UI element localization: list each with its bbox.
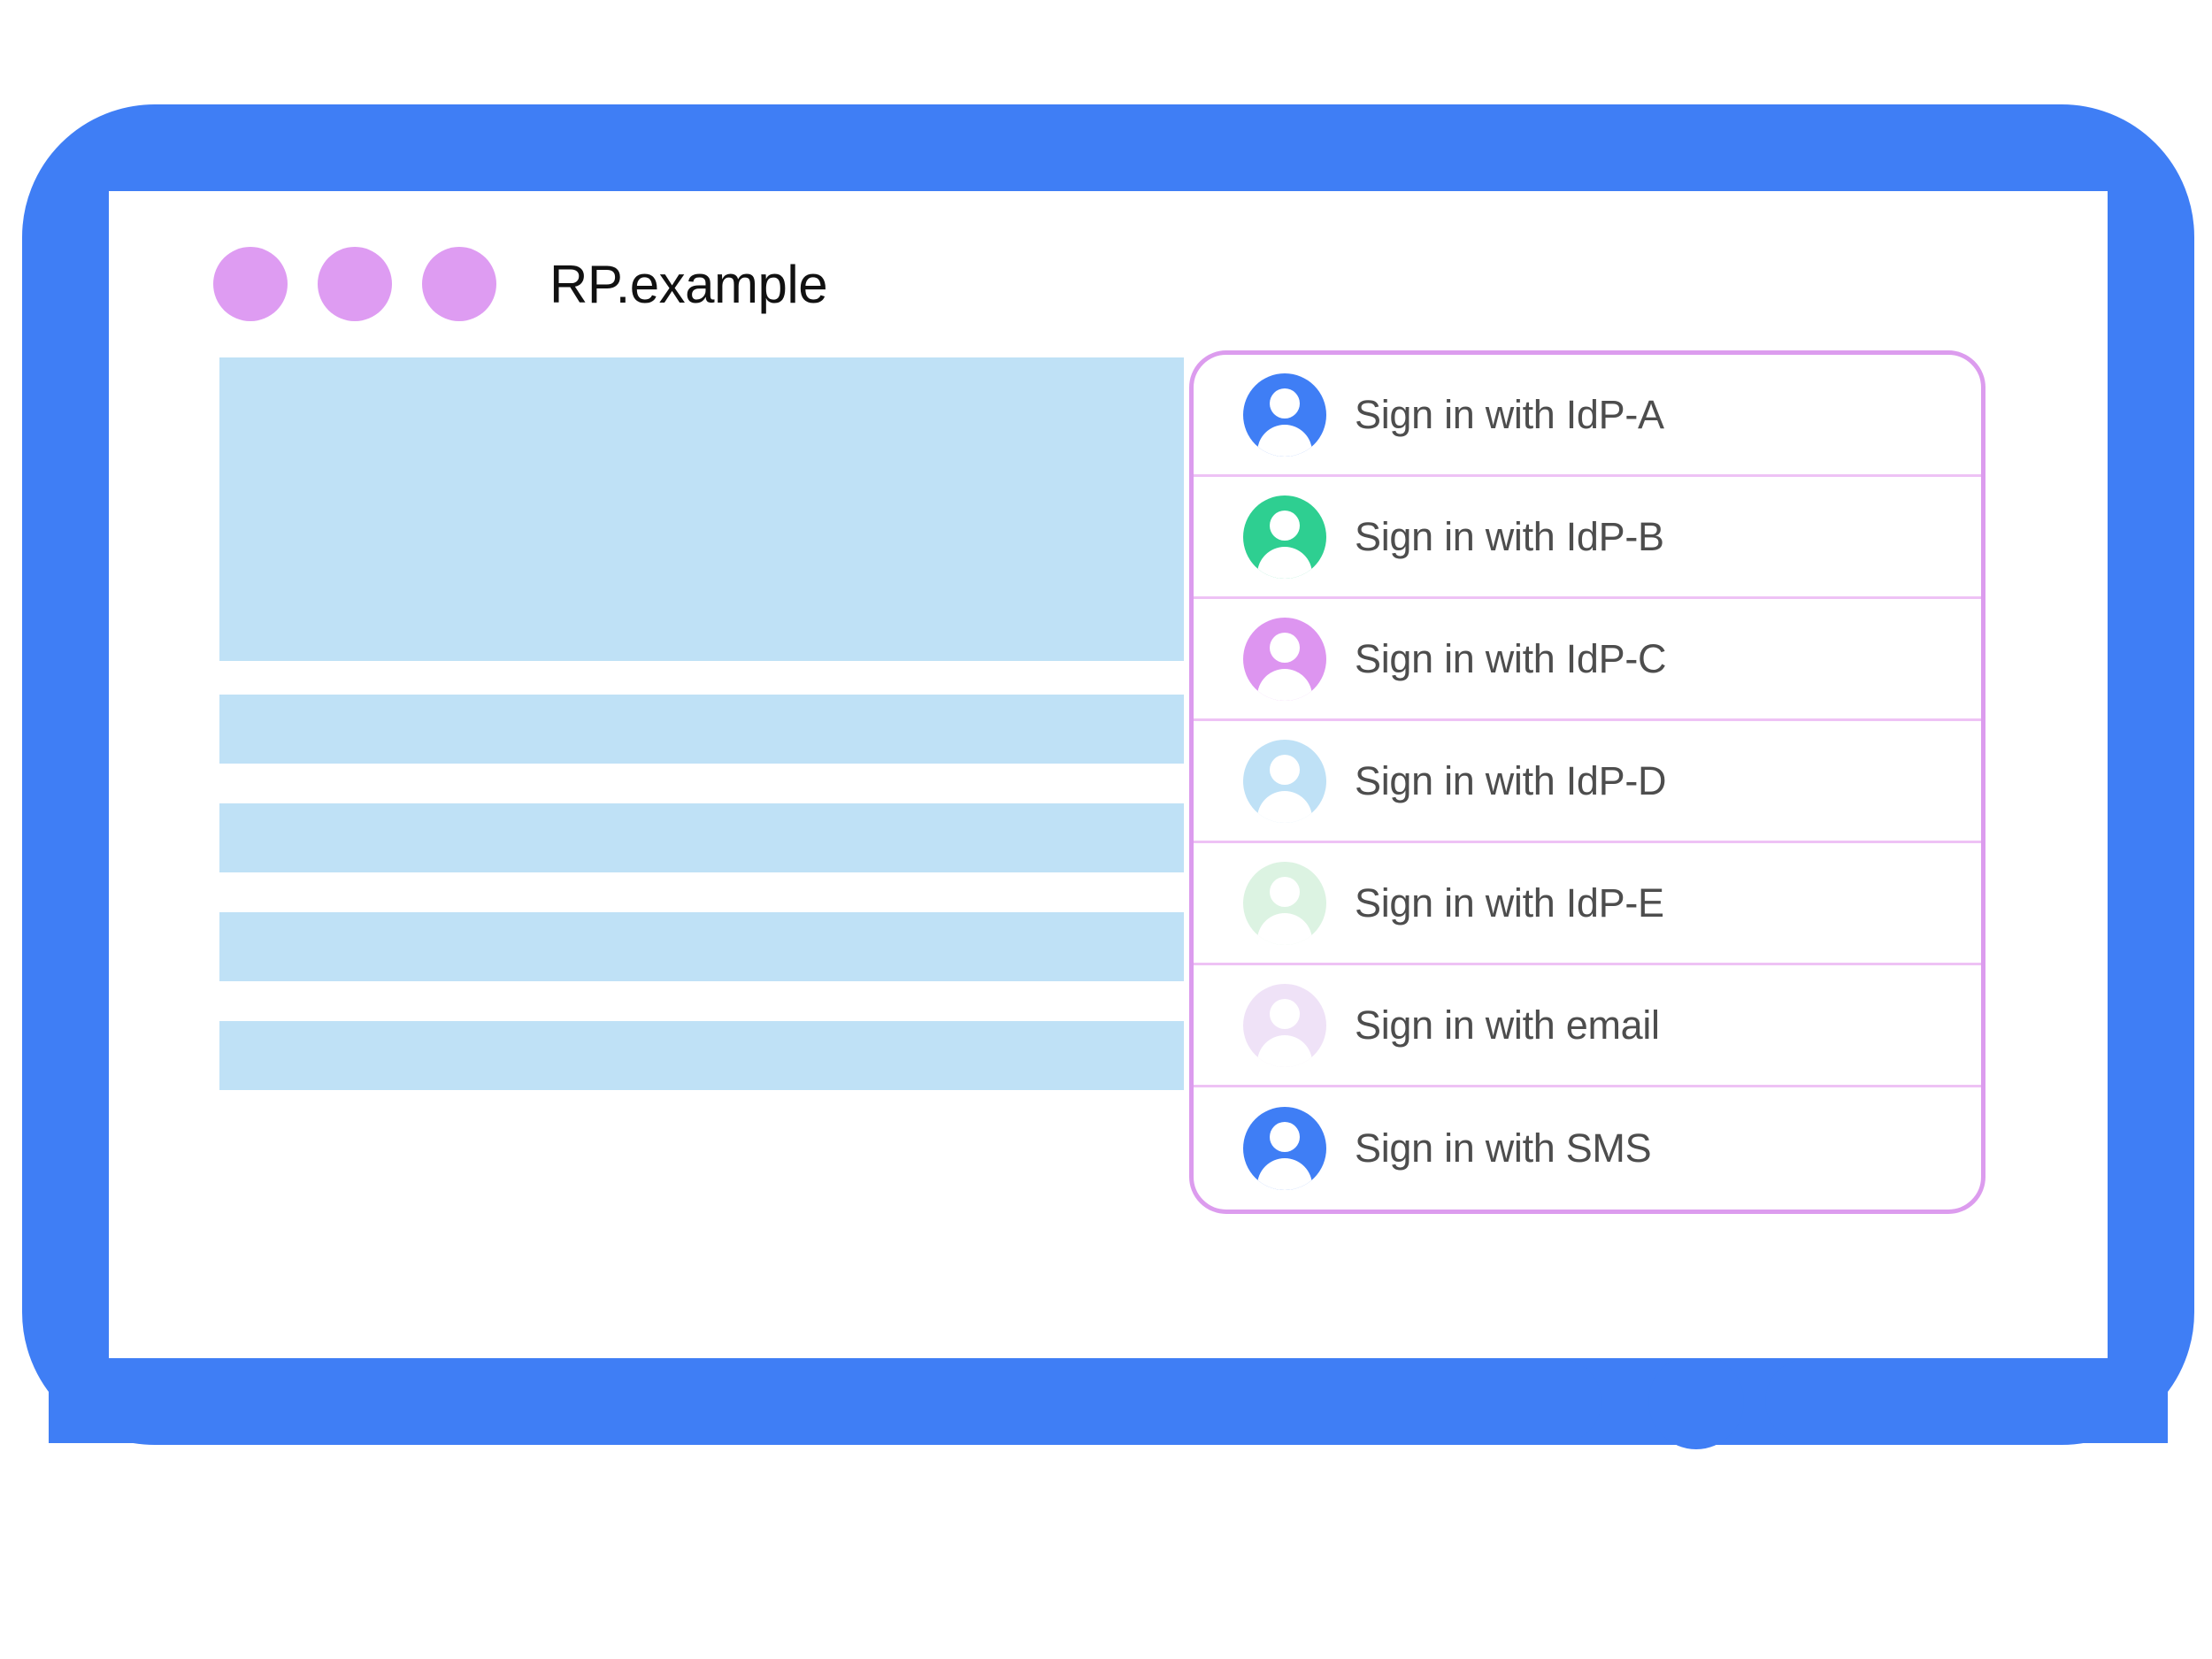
account-chooser-item-label: Sign in with IdP-E (1355, 879, 1664, 926)
text-placeholder-2 (219, 803, 1184, 872)
window-dot-close-icon[interactable] (213, 247, 288, 321)
content-placeholders (219, 357, 1184, 1090)
avatar-icon (1243, 861, 1326, 945)
avatar-body (1257, 790, 1312, 823)
avatar-icon (1243, 495, 1326, 579)
avatar-head (1270, 998, 1300, 1029)
avatar-icon (1243, 373, 1326, 457)
page-title: RP.example (549, 254, 828, 314)
window-dot-maximize-icon[interactable] (422, 247, 496, 321)
avatar-body (1257, 546, 1312, 579)
avatar-body (1257, 424, 1312, 457)
account-chooser-item[interactable]: Sign in with IdP-B (1194, 477, 1981, 599)
account-chooser-item-label: Sign in with IdP-C (1355, 635, 1667, 681)
account-chooser-panel: Sign in with IdP-A Sign in with IdP-B Sign… (1189, 350, 1985, 1214)
account-chooser-item-label: Sign in with SMS (1355, 1125, 1652, 1171)
avatar-icon (1243, 983, 1326, 1067)
text-placeholder-1 (219, 695, 1184, 764)
avatar-head (1270, 754, 1300, 785)
home-button[interactable] (1648, 1354, 1744, 1449)
device-chin-right (1765, 1359, 2168, 1443)
text-placeholder-3 (219, 912, 1184, 981)
account-chooser-item-label: Sign in with email (1355, 1002, 1660, 1048)
account-chooser-item[interactable]: Sign in with SMS (1194, 1087, 1981, 1210)
avatar-body (1257, 1034, 1312, 1067)
avatar-icon (1243, 617, 1326, 701)
account-chooser-item-label: Sign in with IdP-A (1355, 391, 1664, 437)
avatar-head (1270, 632, 1300, 663)
avatar-body (1257, 668, 1312, 701)
device-chin-left (49, 1359, 1601, 1443)
title-bar: RP.example (109, 191, 2108, 377)
window-dot-minimize-icon[interactable] (318, 247, 392, 321)
text-placeholder-4 (219, 1021, 1184, 1090)
account-chooser-item-label: Sign in with IdP-B (1355, 513, 1664, 559)
window-controls (213, 247, 496, 321)
avatar-head (1270, 1122, 1300, 1152)
account-chooser-item[interactable]: Sign in with IdP-A (1194, 355, 1981, 477)
avatar-head (1270, 876, 1300, 907)
avatar-head (1270, 510, 1300, 541)
avatar-icon (1243, 739, 1326, 823)
account-chooser-item[interactable]: Sign in with email (1194, 965, 1981, 1087)
avatar-icon (1243, 1107, 1326, 1190)
account-chooser-item[interactable]: Sign in with IdP-E (1194, 843, 1981, 965)
avatar-head (1270, 388, 1300, 419)
account-chooser-item-label: Sign in with IdP-D (1355, 757, 1667, 803)
avatar-body (1257, 1158, 1312, 1190)
avatar-body (1257, 912, 1312, 945)
account-chooser-item[interactable]: Sign in with IdP-C (1194, 599, 1981, 721)
account-chooser-item[interactable]: Sign in with IdP-D (1194, 721, 1981, 843)
hero-placeholder (219, 357, 1184, 661)
